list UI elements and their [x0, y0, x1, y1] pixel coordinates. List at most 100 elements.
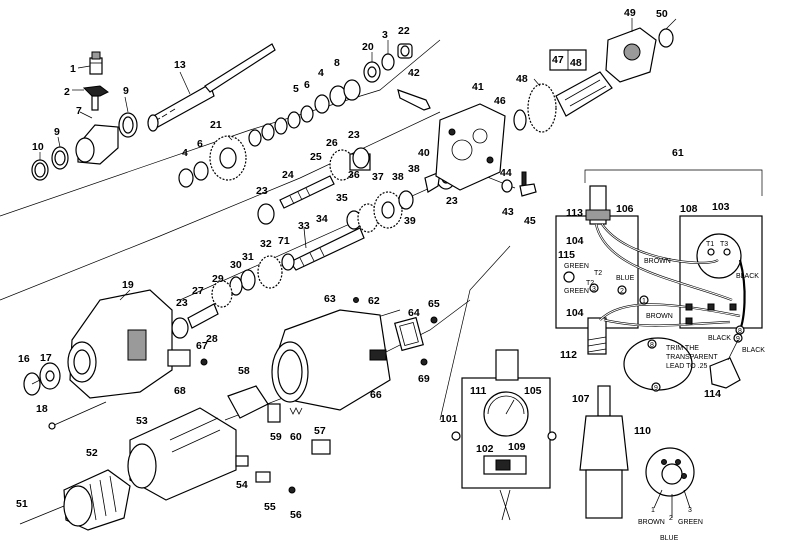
part-31-ring	[240, 269, 256, 291]
part-63-motor-housing	[271, 309, 391, 411]
callout-64: 64	[408, 307, 420, 319]
callout-50: 50	[656, 8, 668, 20]
label-black-b: BLACK	[708, 335, 731, 342]
callout-57: 57	[314, 425, 326, 437]
callout-1: 1	[70, 63, 76, 75]
part-55-brush	[255, 471, 271, 483]
part-43-45-fasteners	[501, 171, 537, 197]
part-21-gear	[209, 135, 247, 181]
callout-38a: 38	[408, 163, 420, 175]
callout-23d: 23	[176, 297, 188, 309]
label-green-a: GREEN	[564, 263, 589, 270]
label-bottom-brown: BROWN	[638, 519, 665, 526]
callout-47: 47	[552, 54, 564, 66]
callout-25: 25	[310, 151, 322, 163]
part-7-sleeve	[75, 124, 119, 165]
part-52-handle	[63, 469, 131, 531]
callout-31: 31	[242, 251, 254, 263]
part-22-bushing	[397, 43, 413, 59]
label-black-a: BLACK	[736, 273, 759, 280]
part-40-clip	[424, 171, 441, 193]
callout-3: 3	[382, 29, 388, 41]
callout-48: 48	[516, 73, 528, 85]
callout-9b: 9	[54, 126, 60, 138]
callout-104a: 104	[566, 235, 584, 247]
part-51-bolt	[19, 505, 65, 525]
part-24-shaft	[279, 175, 335, 209]
callout-53: 53	[136, 415, 148, 427]
callout-42: 42	[408, 67, 420, 79]
callout-20: 20	[362, 41, 374, 53]
callout-105: 105	[524, 385, 542, 397]
part-6b-washer	[193, 161, 209, 181]
callout-6b: 6	[197, 138, 203, 150]
part-32-gear	[257, 255, 283, 289]
callout-23c: 23	[446, 195, 458, 207]
callout-30: 30	[230, 259, 242, 271]
callout-65: 65	[428, 298, 440, 310]
callout-21: 21	[210, 119, 222, 131]
wiring-labels: BROWN BLUE GREEN GREEN T2 T2 T1 T3 BLACK…	[564, 241, 765, 542]
label-t1: T1	[706, 241, 714, 248]
note-line-1: TRIM THE	[666, 345, 699, 352]
callout-43: 43	[502, 206, 514, 218]
callout-2: 2	[64, 86, 70, 98]
label-bottom-green: GREEN	[678, 519, 703, 526]
callout-63: 63	[324, 293, 336, 305]
terminal-markers	[563, 271, 745, 343]
callout-7: 7	[76, 105, 82, 117]
part-9b-ring	[51, 146, 69, 170]
part-18-bolt	[48, 401, 107, 430]
callout-102: 102	[476, 443, 494, 455]
callout-27: 27	[192, 285, 204, 297]
callout-61: 61	[672, 147, 684, 159]
callout-23b: 23	[256, 185, 268, 197]
part-3-ring	[381, 53, 395, 71]
part-37-gear	[373, 191, 403, 229]
part-42-bracket	[397, 89, 431, 111]
label-n3: 3	[592, 286, 596, 293]
callout-66: 66	[370, 389, 382, 401]
part-38-ring	[398, 190, 414, 210]
callout-32: 32	[260, 238, 272, 250]
callout-34: 34	[316, 213, 328, 225]
part-46-fan	[513, 109, 527, 131]
part-27-28-shaft	[171, 303, 219, 339]
callout-45: 45	[524, 215, 536, 227]
label-n2: 2	[620, 288, 624, 295]
callout-44: 44	[500, 167, 512, 179]
callout-54: 54	[236, 479, 248, 491]
callout-109: 109	[508, 441, 526, 453]
callout-56: 56	[290, 509, 302, 521]
label-green-b: GREEN	[564, 288, 589, 295]
callout-4: 4	[318, 67, 324, 79]
callout-23a: 23	[348, 129, 360, 141]
label-black-c: BLACK	[742, 347, 765, 354]
part-68-label	[167, 349, 191, 367]
callout-51: 51	[16, 498, 28, 510]
part-62-screw	[353, 297, 359, 303]
trim-note-connector	[623, 337, 693, 392]
cord-112	[587, 317, 607, 355]
label-n1: 1	[642, 298, 646, 305]
part-13-spindle	[147, 43, 276, 132]
callout-28: 28	[206, 333, 218, 345]
plug-114	[709, 339, 741, 389]
label-brown-a: BROWN	[644, 258, 671, 265]
part-1-nozzle	[89, 51, 103, 75]
part-71-nut	[281, 253, 295, 271]
label-t2a: T2	[594, 270, 602, 277]
callout-39: 39	[404, 215, 416, 227]
callout-22: 22	[398, 25, 410, 37]
note-line-2: TRANSPARENT	[666, 354, 718, 361]
callout-8: 8	[334, 57, 340, 69]
part-69-screw	[420, 358, 428, 366]
callout-103: 103	[712, 201, 730, 213]
part-49-endcap	[605, 27, 657, 83]
callout-labels: 1 2 7 13 9 9 10 3 22 20 8 4 6 5 42 21 4 …	[16, 7, 730, 521]
callout-108: 108	[680, 203, 698, 215]
part-10-washer	[31, 159, 49, 181]
callout-26: 26	[326, 137, 338, 149]
chuck-110	[579, 385, 629, 519]
part-59-brush	[267, 403, 281, 423]
